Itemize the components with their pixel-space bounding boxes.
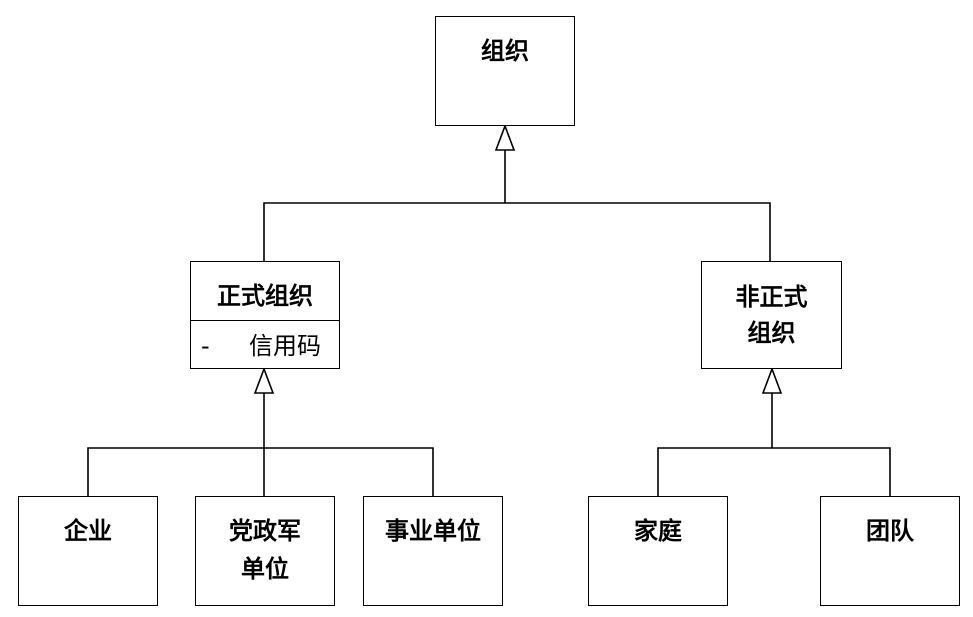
class-enterprise[interactable]: 企业 — [18, 496, 158, 606]
generalization-line-children-to-informal — [657, 447, 891, 496]
class-enterprise-title: 企业 — [64, 517, 112, 545]
attribute-compartment-divider — [191, 320, 339, 321]
inheritance-arrowhead-formal — [253, 366, 275, 394]
class-org[interactable]: 组织 — [435, 16, 575, 126]
class-family-title: 家庭 — [634, 517, 682, 545]
class-public-institution[interactable]: 事业单位 — [363, 496, 503, 606]
class-formal-org[interactable]: 正式组织 - 信用码 — [190, 261, 340, 369]
attribute-visibility-private: - — [201, 332, 210, 360]
class-public-institution-title: 事业单位 — [385, 517, 481, 545]
class-team[interactable]: 团队 — [820, 496, 960, 606]
class-informal-org-title-line1: 非正式 — [735, 283, 808, 311]
inheritance-arrowhead-informal — [761, 366, 783, 394]
class-formal-org-title: 正式组织 — [217, 282, 313, 310]
generalization-line-children-to-formal — [87, 447, 434, 496]
class-informal-org-title-line2: 组织 — [747, 319, 796, 347]
class-org-title: 组织 — [481, 37, 529, 65]
class-party-gov-military-title-line2: 单位 — [241, 555, 289, 583]
attribute-name-credit-code: 信用码 — [249, 332, 321, 360]
generalization-line-formal-to-org — [263, 202, 771, 261]
class-team-title: 团队 — [866, 517, 914, 545]
class-party-gov-military[interactable]: 党政军 单位 — [195, 496, 335, 606]
inheritance-arrowhead-org — [494, 123, 516, 151]
class-informal-org[interactable]: 非正式 组织 — [701, 261, 842, 369]
class-party-gov-military-title-line1: 党政军 — [229, 517, 301, 545]
class-family[interactable]: 家庭 — [588, 496, 728, 606]
